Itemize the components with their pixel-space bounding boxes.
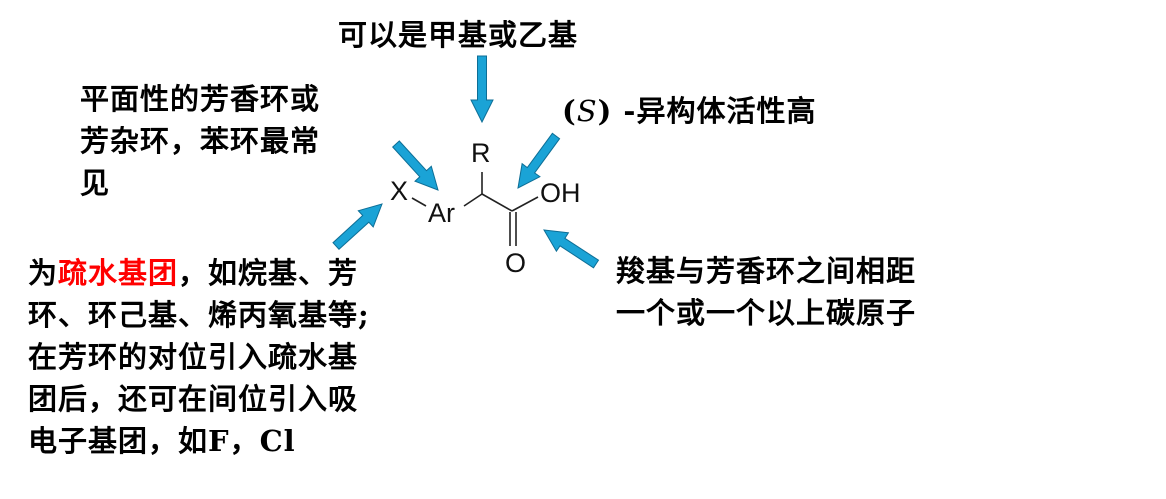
- bond-ar-calpha: [463, 193, 483, 207]
- note-substituent-r-text: 可以是甲基或乙基: [338, 18, 579, 52]
- bond-calpha-carbonyl: [481, 193, 513, 212]
- note-carboxyl-line: 一个或一个以上碳原子: [616, 296, 917, 330]
- note-carboxyl-distance: 羧基与芳香环之间相距 一个或一个以上碳原子: [616, 250, 916, 334]
- atom-r: R: [471, 138, 491, 168]
- stereo-prefix: (: [562, 94, 577, 128]
- atom-o: O: [505, 248, 527, 278]
- arrow-shape: [470, 55, 494, 124]
- arrow-to-ar-from-upper-left: [391, 140, 439, 191]
- note-hydrophobic-line: 电子基团，如F，Cl: [28, 424, 296, 458]
- note-hydrophobic-line: 在芳环的对位引入疏水基: [28, 340, 359, 374]
- arrow-to-ar-from-lower-left: [332, 203, 383, 251]
- bond-carbonyl-oh: [511, 196, 539, 212]
- atom-ar: Ar: [428, 198, 455, 228]
- stereo-suffix: ) -异构体活性高: [597, 94, 817, 128]
- arrow-shape: [332, 203, 383, 251]
- note-hydrophobic-line: 团后，还可在间位引入吸: [28, 382, 359, 416]
- note-aromatic-ring: 平面性的芳香环或 芳杂环，苯环最常 见: [80, 78, 320, 204]
- note-hydrophobic-group: 为疏水基团，如烷基、芳 环、环己基、烯丙氧基等; 在芳环的对位引入疏水基 团后，…: [28, 252, 370, 462]
- note-hydrophobic-suffix: ，如烷基、芳: [178, 256, 359, 290]
- arrow-shape: [517, 132, 561, 189]
- arrow-shape: [391, 140, 439, 191]
- note-aromatic-ring-line: 芳杂环，苯环最常: [80, 124, 321, 158]
- arrow-to-r: [470, 55, 494, 124]
- note-substituent-r: 可以是甲基或乙基: [338, 14, 578, 56]
- arrow-shape: [543, 229, 600, 269]
- note-hydrophobic-line: 环、环己基、烯丙氧基等;: [28, 298, 370, 332]
- arrow-to-carboxyl-carbon: [517, 132, 561, 189]
- note-aromatic-ring-line: 平面性的芳香环或: [80, 82, 321, 116]
- atom-x: X: [390, 176, 409, 206]
- hydrophobic-highlight: 疏水基团: [58, 256, 179, 290]
- bond-x-ar: [411, 197, 427, 207]
- note-hydrophobic-line: 为疏水基团，如烷基、芳: [28, 252, 370, 294]
- atom-oh: OH: [540, 178, 581, 208]
- stereo-symbol: S: [576, 94, 598, 128]
- note-hydrophobic-prefix: 为: [28, 256, 59, 290]
- note-stereo-isomer: (S) -异构体活性高: [562, 90, 816, 132]
- note-aromatic-ring-line: 见: [80, 166, 111, 200]
- note-carboxyl-line: 羧基与芳香环之间相距: [616, 254, 917, 288]
- arrow-to-carbonyl: [543, 229, 600, 269]
